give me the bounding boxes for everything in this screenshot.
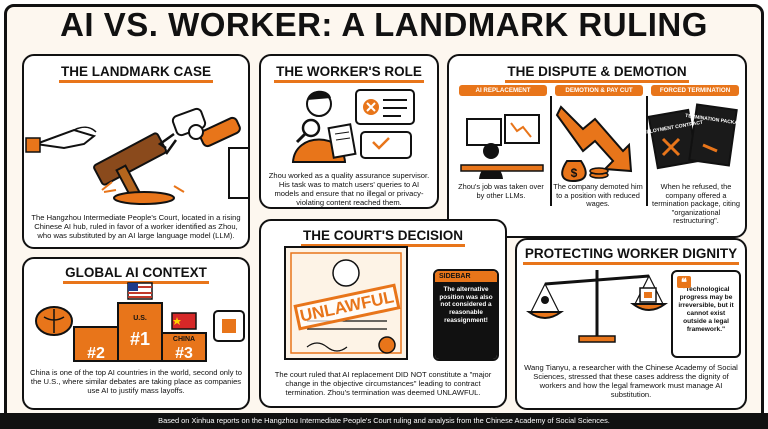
divider xyxy=(646,96,648,206)
col-termination-text: When he refused, the company offered a t… xyxy=(652,182,740,226)
global-text: China is one of the top AI countries in … xyxy=(30,368,242,395)
panel-title: THE COURT'S DECISION xyxy=(261,228,505,247)
court-text: The court ruled that AI replacement DID … xyxy=(274,370,492,397)
panel-title: THE WORKER'S ROLE xyxy=(261,64,437,83)
panel-landmark-case: THE LANDMARK CASE The Hangzhou Intermedi… xyxy=(22,54,250,249)
divider xyxy=(550,96,552,206)
footer-source: Based on Xinhua reports on the Hangzhou … xyxy=(0,413,768,429)
page-title: AI VS. WORKER: A LANDMARK RULING xyxy=(60,6,708,43)
panel-title: THE DISPUTE & DEMOTION xyxy=(449,64,745,83)
contract-icon: EMPLOYMENT CONTRACT TERMINATION PACKAGE xyxy=(639,103,745,170)
magnifier-icon xyxy=(295,118,321,144)
gavel-robot-illustration xyxy=(25,107,248,205)
panel-global-context: GLOBAL AI CONTEXT #2 U.S. #1 CHINA #3 Ch… xyxy=(22,257,250,410)
rank-1: #1 xyxy=(129,329,151,349)
down-arrow-money-icon: $ xyxy=(555,105,633,183)
quote-icon: ❝ xyxy=(677,276,691,289)
worker-illustration xyxy=(291,89,415,163)
sidebar-text: The alternative position was also not co… xyxy=(435,282,497,359)
rank-3-label: CHINA xyxy=(172,336,196,343)
worker-role-text: Zhou worked as a quality assurance super… xyxy=(268,171,430,207)
dignity-text: Wang Tianyu, a researcher with the Chine… xyxy=(524,363,738,399)
col-demotion-text: The company demoted him to a position wi… xyxy=(553,182,643,209)
rank-3: #3 xyxy=(175,345,193,362)
robot-arm-icon xyxy=(157,107,248,199)
landmark-text: The Hangzhou Intermediate People's Court… xyxy=(31,213,241,240)
rank-1-label: U.S. xyxy=(133,315,147,322)
laptop-icon xyxy=(460,114,544,179)
rank-2: #2 xyxy=(87,345,105,362)
brain-icon xyxy=(35,306,73,336)
sidebar-box: SIDEBAR The alternative position was als… xyxy=(433,269,499,361)
scale-icon xyxy=(525,270,669,343)
handshake-icon xyxy=(25,126,97,153)
panel-court-decision: THE COURT'S DECISION UNLAWFUL SIDEBAR Th… xyxy=(259,219,507,408)
badge-forced-termination: FORCED TERMINATION xyxy=(651,85,739,96)
quote-box: ❝ "Technological progress may be irrever… xyxy=(671,270,741,358)
quote-text: "Technological progress may be irreversi… xyxy=(678,286,734,333)
us-flag-icon xyxy=(127,282,153,300)
col-ai-text: Zhou's job was taken over by other LLMs. xyxy=(458,182,544,200)
panel-title: THE LANDMARK CASE xyxy=(24,64,248,83)
china-flag-icon xyxy=(171,312,197,330)
clipboard-icon xyxy=(327,123,357,159)
svg-text:$: $ xyxy=(571,166,578,180)
panel-worker-role: THE WORKER'S ROLE Zhou worked as a quali… xyxy=(259,54,439,209)
badge-demotion: DEMOTION & PAY CUT xyxy=(555,85,643,96)
panel-title: PROTECTING WORKER DIGNITY xyxy=(517,246,745,265)
badge-ai-replacement: AI REPLACEMENT xyxy=(459,85,547,96)
scale-icon xyxy=(332,259,360,287)
podium-illustration xyxy=(35,282,245,362)
sidebar-title: SIDEBAR xyxy=(435,271,497,282)
panel-worker-dignity: PROTECTING WORKER DIGNITY ❝ "Technologic… xyxy=(515,238,747,410)
money-bag-icon: $ xyxy=(561,160,587,183)
gavel-icon xyxy=(93,132,185,205)
panel-dispute: THE DISPUTE & DEMOTION AI REPLACEMENT DE… xyxy=(447,54,747,238)
